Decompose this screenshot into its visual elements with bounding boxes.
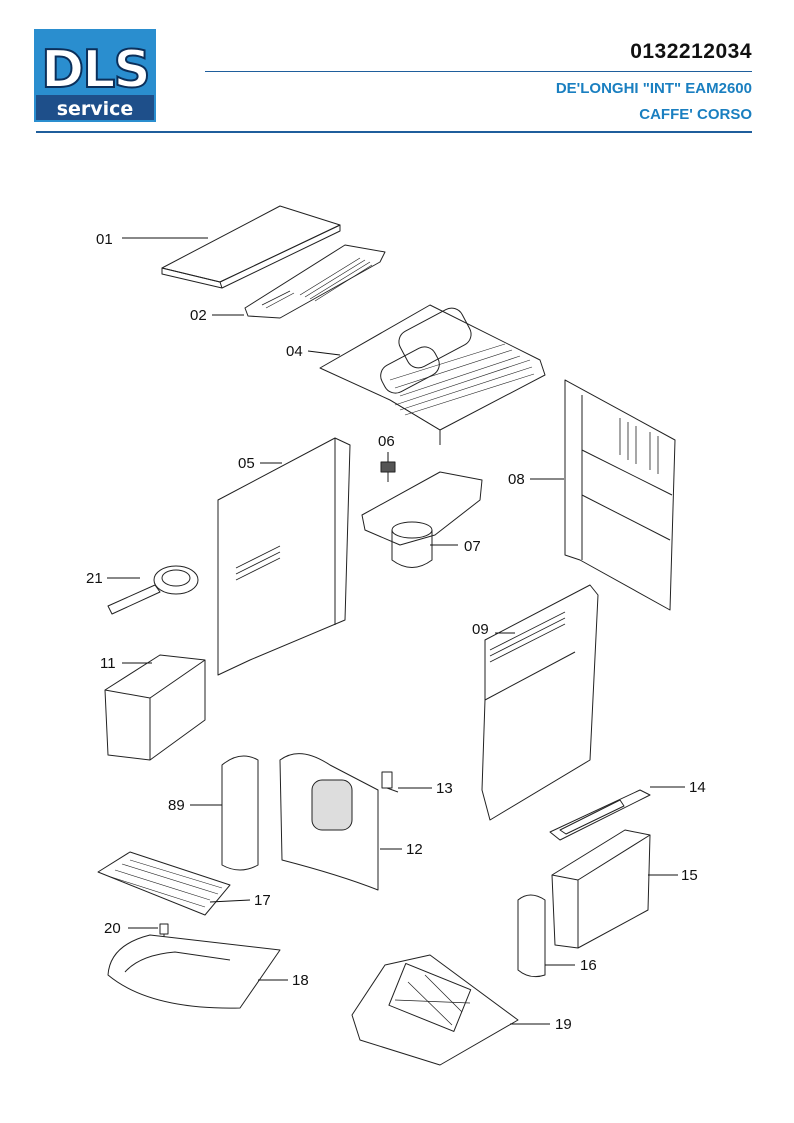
part-01-top-lid — [161, 205, 341, 289]
label-part-19: 19 — [555, 1016, 572, 1033]
part-21-measuring-scoop — [107, 565, 199, 615]
label-part-17: 17 — [254, 892, 271, 909]
part-14-drip-cover — [549, 789, 651, 841]
label-part-20: 20 — [104, 920, 121, 937]
label-part-08: 08 — [508, 471, 525, 488]
label-part-07: 07 — [464, 538, 481, 555]
label-part-15: 15 — [681, 867, 698, 884]
header-divider — [205, 71, 752, 72]
part-06-knob — [380, 461, 396, 482]
label-part-89: 89 — [168, 797, 185, 814]
model-subtitle: CAFFE' CORSO — [639, 106, 752, 123]
logo-top-text: DLS — [41, 40, 149, 100]
part-08-right-side-panel — [564, 379, 676, 611]
label-part-01: 01 — [96, 231, 113, 248]
label-part-13: 13 — [436, 780, 453, 797]
label-part-11: 11 — [100, 655, 116, 672]
document-number: 0132212034 — [630, 40, 752, 63]
part-07-water-tank — [361, 471, 483, 568]
label-part-21: 21 — [86, 570, 103, 587]
part-16-tray-trim — [517, 894, 546, 978]
label-part-12: 12 — [406, 841, 423, 858]
model-title: DE'LONGHI "INT" EAM2600 — [555, 80, 752, 97]
label-part-05: 05 — [238, 455, 255, 472]
label-part-09: 09 — [472, 621, 489, 638]
label-part-02: 02 — [190, 307, 207, 324]
part-18-drip-base — [107, 934, 281, 1009]
part-13-switch — [381, 771, 399, 793]
label-part-06: 06 — [378, 433, 395, 450]
part-labels: 01 02 04 05 06 07 08 09 11 12 13 14 15 1… — [86, 231, 706, 1033]
part-11-grounds-container — [104, 654, 206, 761]
part-89-side-trim — [221, 755, 259, 871]
header-bottom-rule — [36, 131, 752, 133]
label-part-14: 14 — [689, 779, 706, 796]
part-05-left-side-panel — [217, 437, 351, 676]
part-12-front-panel — [279, 753, 379, 891]
part-02-grille-cover — [244, 244, 386, 319]
leader-lines — [107, 237, 685, 1025]
part-04-cup-tray — [319, 304, 546, 445]
part-19-base-plate — [351, 954, 519, 1066]
part-15-drip-tray — [551, 829, 651, 949]
logo-bottom-text: service — [57, 98, 134, 120]
part-09-back-panel — [481, 584, 599, 821]
part-17-cup-grate — [97, 851, 231, 916]
label-part-18: 18 — [292, 972, 309, 989]
label-part-16: 16 — [580, 957, 597, 974]
dls-service-logo: DLS service — [34, 29, 156, 122]
label-part-04: 04 — [286, 343, 303, 360]
